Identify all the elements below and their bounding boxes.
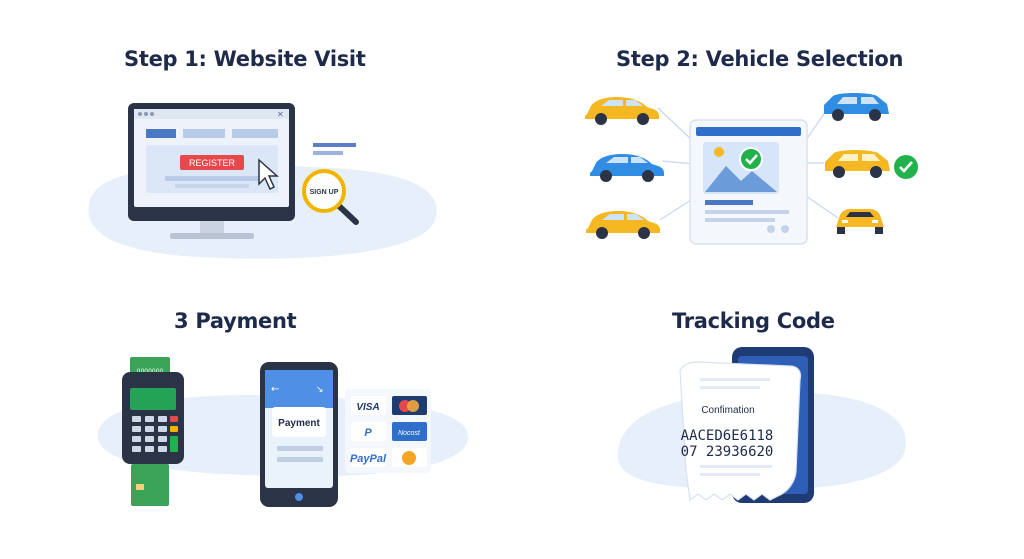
step4-title: Tracking Code [672,309,835,333]
nocost-logo: Nocost [398,430,421,437]
smartphone-icon: ← ↘ [260,362,338,507]
cursor-icon [258,158,279,191]
receipt-icon [679,361,802,502]
paypal-p-logo: P [364,427,372,439]
step2-title: Step 2: Vehicle Selection [616,47,904,71]
step3-illustration: 0000000 ← ↘ [97,357,469,507]
svg-text:↘: ↘ [316,385,324,395]
visa-logo: VISA [356,402,379,413]
card-terminal-icon: 0000000 [122,357,184,506]
text-line-icon [313,151,343,155]
car-icon [585,97,659,125]
monitor-icon: ✕ [128,103,295,239]
signup-label: SIGN UP [310,189,339,196]
svg-text:←: ← [271,384,279,395]
selection-card [689,119,808,245]
step1-title: Step 1: Website Visit [124,47,366,71]
tracking-code-line-1: AACED6E6118 [681,428,774,444]
car-icon [586,211,660,239]
receipt-title: Confimation [701,405,754,416]
sports-car-icon [836,209,884,234]
svg-text:0000000: 0000000 [137,368,164,375]
text-line-icon [313,143,356,147]
checkmark-icon [894,155,918,179]
suv-icon [824,93,889,121]
checkmark-icon [739,147,763,171]
register-button-label: REGISTER [189,158,236,168]
car-icon [590,154,664,182]
payment-methods-panel [345,389,431,473]
step4-illustration: Confimation AACED6E6118 07 23936620 [617,347,906,503]
step2-illustration [585,93,918,245]
tracking-code-line-2: 07 23936620 [681,444,774,460]
paypal-logo: PayPal [350,453,387,465]
step1-illustration: ✕ REGISTER SIGN UP [88,103,437,259]
magnifier-icon [302,169,359,225]
connector-lines [657,107,839,221]
step3-title: 3 Payment [174,309,297,333]
payment-screen-title: Payment [278,418,320,429]
car-icon [825,150,890,178]
svg-text:✕: ✕ [277,110,284,119]
